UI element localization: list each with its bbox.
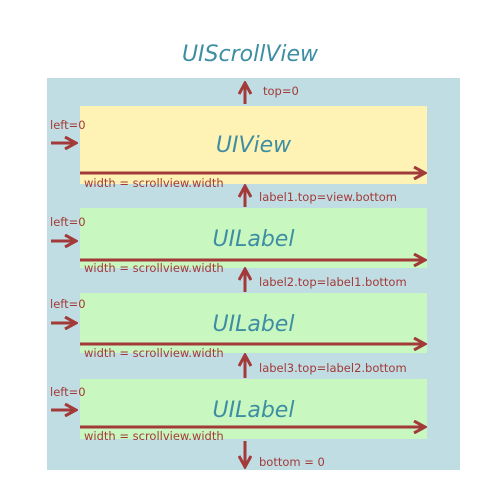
label3-top-constraint: label3.top=label2.bottom — [259, 361, 407, 375]
bottom-constraint: bottom = 0 — [259, 455, 325, 469]
left-constraint-label3: left=0 — [50, 385, 86, 399]
width-constraint-label2: width = scrollview.width — [84, 346, 224, 360]
width-constraint-view: width = scrollview.width — [84, 176, 224, 190]
uiview-label: UIView — [215, 133, 292, 158]
uilabel-1-box: UILabel — [80, 208, 427, 268]
top-constraint: top=0 — [263, 84, 299, 98]
uilabel-1-label: UILabel — [212, 227, 295, 252]
width-constraint-label1: width = scrollview.width — [84, 261, 224, 275]
diagram-title: UIScrollView — [181, 42, 319, 67]
uilabel-3-label: UILabel — [212, 398, 295, 423]
label2-top-constraint: label2.top=label1.bottom — [259, 275, 407, 289]
left-constraint-label1: left=0 — [50, 215, 86, 229]
left-constraint-label2: left=0 — [50, 297, 86, 311]
uilabel-3-box: UILabel — [80, 379, 427, 439]
label1-top-constraint: label1.top=view.bottom — [259, 190, 397, 204]
left-constraint-view: left=0 — [50, 118, 86, 132]
uilabel-2-label: UILabel — [212, 312, 295, 337]
width-constraint-label3: width = scrollview.width — [84, 429, 224, 443]
uiview-box: UIView — [80, 106, 427, 184]
